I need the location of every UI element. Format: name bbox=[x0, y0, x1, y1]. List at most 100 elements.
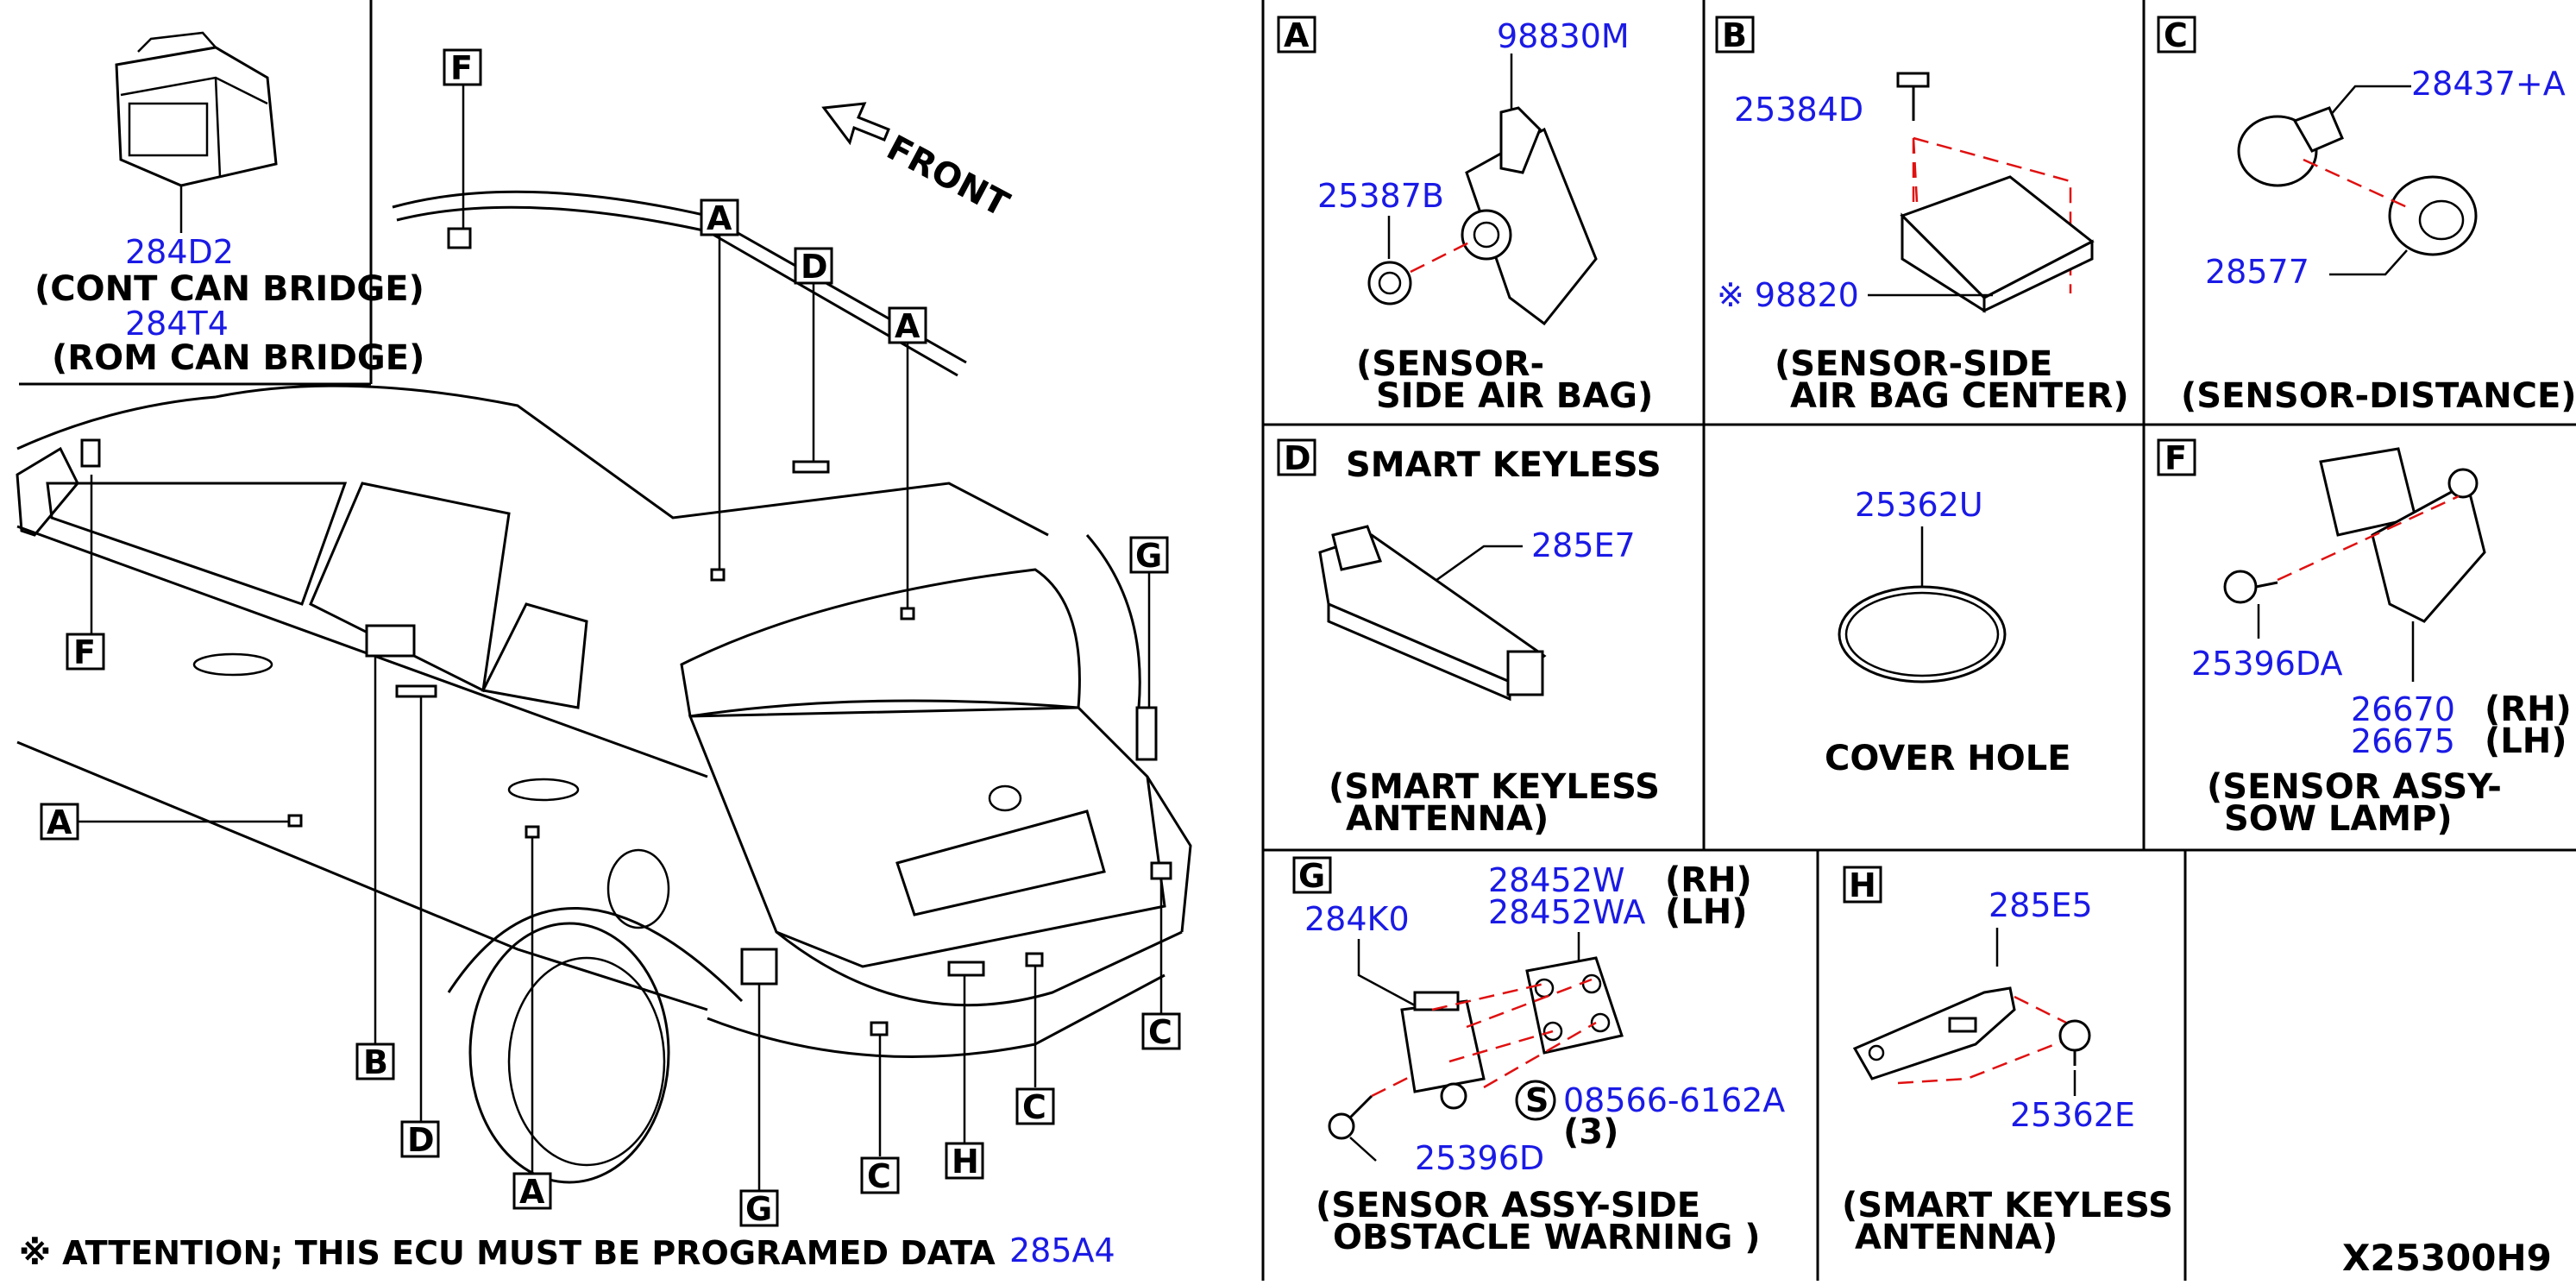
callout-c-low1[interactable]: C bbox=[860, 1156, 900, 1195]
part-25362e: 25362E bbox=[2010, 1096, 2135, 1134]
panel-b-title-2: AIR BAG CENTER) bbox=[1790, 376, 2129, 416]
sow-lamp-sensor-icon bbox=[2319, 447, 2486, 623]
svg-text:H: H bbox=[952, 1143, 979, 1181]
svg-text:B: B bbox=[363, 1043, 388, 1081]
part-28452w-side: (RH) bbox=[1665, 860, 1752, 900]
s-mark-label: S bbox=[1525, 1081, 1549, 1119]
panel-a-title-2: SIDE AIR BAG) bbox=[1376, 376, 1653, 416]
part-28452wa: 28452WA bbox=[1488, 893, 1645, 931]
obstacle-sensor-icon bbox=[1400, 956, 1624, 1093]
panel-e-title: COVER HOLE bbox=[1825, 739, 2071, 778]
nut-icon bbox=[1367, 261, 1412, 306]
part-28452wa-side: (LH) bbox=[1665, 892, 1748, 932]
callout-c-low2[interactable]: C bbox=[1015, 1087, 1055, 1126]
attention-note: ※ ATTENTION; THIS ECU MUST BE PROGRAMED … bbox=[19, 1234, 996, 1272]
svg-text:C: C bbox=[867, 1157, 891, 1195]
svg-text:C: C bbox=[1022, 1088, 1046, 1126]
part-98820: ※ 98820 bbox=[1717, 276, 1859, 314]
panel-g-letter: G bbox=[1298, 857, 1325, 895]
front-label: FRONT bbox=[880, 128, 1015, 225]
bolt-g-icon bbox=[1328, 1082, 1467, 1140]
part-285a4: 285A4 bbox=[1009, 1231, 1115, 1269]
diagram-code: X25300H9 bbox=[2342, 1237, 2552, 1279]
part-26670-side: (RH) bbox=[2485, 690, 2572, 729]
bolt-icon bbox=[1896, 72, 1930, 121]
side-airbag-sensor-icon bbox=[1461, 106, 1598, 326]
part-25362u: 25362U bbox=[1855, 486, 1983, 524]
callout-d-top[interactable]: D bbox=[794, 247, 833, 286]
panel-f-title-2: SOW LAMP) bbox=[2224, 799, 2453, 839]
callout-f-left[interactable]: F bbox=[66, 633, 105, 671]
part-28452w: 28452W bbox=[1488, 861, 1624, 899]
panel-d-title-2: ANTENNA) bbox=[1346, 799, 1549, 839]
callout-f-top[interactable]: F bbox=[443, 48, 482, 87]
panel-h-letter: H bbox=[1849, 866, 1876, 904]
panel-a: A 98830M 25387B (SENSOR- SIDE AIR BAG) bbox=[1277, 16, 1653, 416]
callout-h-low[interactable]: H bbox=[945, 1142, 984, 1181]
overview-callouts: F A D A G F A B D A G C H C C bbox=[40, 48, 1181, 1228]
front-arrow-icon bbox=[821, 102, 890, 146]
panel-g-title-2: OBSTACLE WARNING ) bbox=[1333, 1218, 1761, 1257]
distance-sensor-icon bbox=[2237, 106, 2478, 256]
airbag-center-ecu-icon bbox=[1900, 175, 2095, 313]
overview-leaders bbox=[78, 78, 1163, 1191]
svg-text:D: D bbox=[407, 1121, 435, 1159]
part-26675: 26675 bbox=[2351, 722, 2455, 760]
can-bridge-group: 284D2 (CONT CAN BRIDGE) 284T4 (ROM CAN B… bbox=[35, 31, 424, 378]
panel-c: C 28437+A 28577 (SENSOR-DISTANCE) bbox=[2157, 16, 2576, 416]
part-285e7: 285E7 bbox=[1531, 526, 1636, 564]
callout-a-top[interactable]: A bbox=[700, 198, 739, 237]
callout-a-mid[interactable]: A bbox=[888, 306, 927, 345]
panel-f-letter: F bbox=[2164, 439, 2187, 477]
part-28437a: 28437+A bbox=[2411, 65, 2566, 103]
part-26675-side: (LH) bbox=[2485, 721, 2567, 761]
callout-d-low[interactable]: D bbox=[400, 1120, 440, 1159]
part-98830m: 98830M bbox=[1497, 17, 1630, 55]
svg-text:F: F bbox=[450, 49, 473, 87]
panel-grid bbox=[19, 0, 2576, 1281]
panel-c-title: (SENSOR-DISTANCE) bbox=[2181, 376, 2576, 416]
svg-text:G: G bbox=[745, 1190, 772, 1228]
keyless-antenna-h-icon bbox=[1852, 986, 2016, 1080]
panel-a-title-1: (SENSOR- bbox=[1356, 344, 1544, 384]
panel-d-letter: D bbox=[1284, 439, 1311, 477]
bridge-name-1: (CONT CAN BRIDGE) bbox=[35, 269, 424, 309]
panel-a-letter: A bbox=[1284, 16, 1310, 54]
panel-f-title-1: (SENSOR ASSY- bbox=[2207, 767, 2502, 807]
panel-b: B 25384D ※ 98820 (SENSOR-SIDE AIR BAG CE… bbox=[1715, 16, 2129, 416]
can-bridge-module-icon bbox=[115, 31, 278, 187]
panel-g-title-1: (SENSOR ASSY-SIDE bbox=[1316, 1186, 1700, 1225]
panel-b-title-1: (SENSOR-SIDE bbox=[1775, 344, 2052, 384]
keyless-antenna-icon bbox=[1318, 525, 1547, 702]
panel-g: G 28452W (RH) 28452WA (LH) 284K0 S 08566… bbox=[1292, 856, 1785, 1257]
callout-b-low[interactable]: B bbox=[355, 1042, 395, 1081]
part-284k0: 284K0 bbox=[1304, 900, 1410, 938]
cover-hole-ring-icon bbox=[1838, 585, 2007, 683]
s-mark-icon bbox=[1515, 1080, 1556, 1121]
panel-d: D SMART KEYLESS 285E7 (SMART KEYLESS ANT… bbox=[1277, 438, 1662, 839]
clip-icon bbox=[2058, 1019, 2091, 1066]
panel-f: F 25396DA 26670 (RH) 26675 (LH) (SENSOR … bbox=[2157, 438, 2572, 839]
panel-d-title-1: (SMART KEYLESS bbox=[1329, 767, 1660, 807]
part-25396da: 25396DA bbox=[2191, 645, 2342, 683]
callout-a-left[interactable]: A bbox=[40, 803, 79, 841]
svg-text:G: G bbox=[1135, 537, 1162, 575]
panel-b-letter: B bbox=[1722, 16, 1747, 54]
svg-text:A: A bbox=[519, 1173, 545, 1211]
overview-sensor-marks bbox=[80, 227, 1172, 1036]
front-indicator: FRONT bbox=[821, 102, 1016, 225]
callout-g-right[interactable]: G bbox=[1129, 536, 1169, 575]
svg-text:A: A bbox=[895, 307, 920, 345]
callout-g-low[interactable]: G bbox=[739, 1189, 779, 1228]
part-25387b: 25387B bbox=[1317, 177, 1444, 215]
screw-icon bbox=[2223, 570, 2278, 604]
panel-d-header: SMART KEYLESS bbox=[1346, 445, 1662, 485]
bridge-name-2: (ROM CAN BRIDGE) bbox=[52, 338, 424, 378]
part-08566-6162a: 08566-6162A bbox=[1563, 1081, 1785, 1119]
bridge-part-2: 284T4 bbox=[125, 305, 229, 343]
callout-c-right[interactable]: C bbox=[1141, 1012, 1181, 1051]
callout-a-low[interactable]: A bbox=[512, 1172, 552, 1211]
part-08566-qty: (3) bbox=[1563, 1112, 1618, 1152]
